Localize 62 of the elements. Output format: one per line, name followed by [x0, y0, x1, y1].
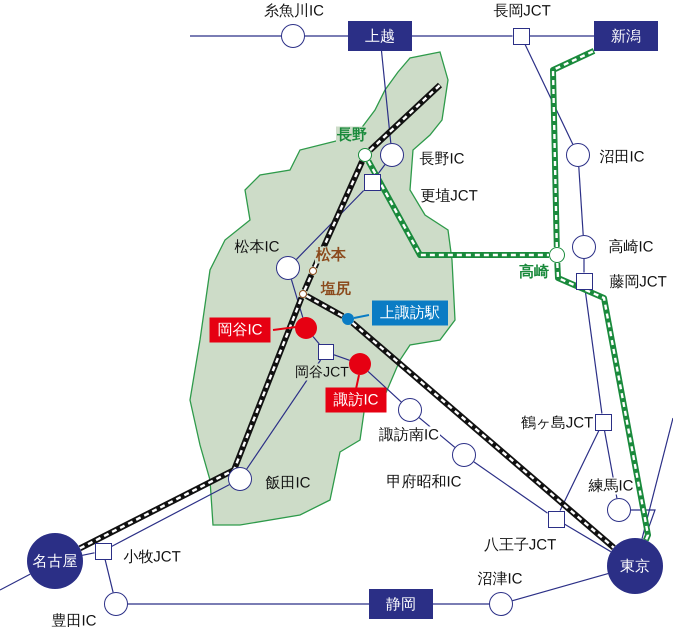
station-tag: 上諏訪駅: [372, 300, 448, 326]
expressway-line: [0, 574, 30, 591]
station-label: 塩尻: [320, 280, 352, 298]
expressway-line: [334, 354, 350, 361]
expressway-line: [82, 552, 95, 556]
railway-line: [302, 274, 314, 292]
expressway-line: [530, 35, 594, 37]
place-label: 更埴JCT: [420, 188, 478, 204]
expressway-line: [560, 430, 600, 511]
expressway-line: [578, 166, 584, 236]
expressway-line: [312, 336, 320, 344]
place-label: 岡谷JCT: [294, 364, 350, 380]
interchange-tag: 岡谷IC: [210, 318, 270, 342]
place-label: 鶴ヶ島JCT: [520, 414, 594, 432]
station-label: 長野: [336, 126, 368, 144]
city-box: 新潟: [594, 21, 658, 51]
railway-line: [550, 48, 596, 248]
station-label: 松本: [315, 246, 347, 264]
city-box: 静岡: [369, 589, 433, 619]
expressway-line: [111, 484, 230, 548]
place-label: 沼田IC: [600, 148, 644, 166]
place-label: 小牧JCT: [123, 548, 181, 566]
station-label: 高崎: [519, 264, 549, 280]
expressway-line: [433, 603, 489, 605]
place-label: 飯田IC: [266, 474, 310, 492]
place-label: 糸魚川IC: [264, 2, 324, 20]
expressway-line: [104, 559, 114, 592]
place-label: 豊田IC: [52, 612, 96, 630]
place-label: 諏訪南IC: [378, 426, 440, 444]
expressway-line: [474, 461, 548, 514]
expressway-line: [380, 50, 392, 144]
place-label: 藤岡JCT: [609, 274, 667, 290]
railway-line: [350, 320, 616, 550]
railway-line: [554, 262, 651, 542]
expressway-line: [641, 418, 673, 540]
railway-line: [78, 296, 304, 551]
interchange-tag: 諏訪IC: [326, 388, 386, 412]
expressway-line: [512, 573, 608, 602]
railway-line: [305, 293, 344, 319]
expressway-line: [128, 603, 369, 605]
place-label: 練馬IC: [588, 478, 634, 494]
city-circle: 名古屋: [27, 533, 83, 589]
place-label: 八王子JCT: [484, 536, 556, 554]
expressway-line: [564, 524, 612, 552]
railway-line: [312, 160, 365, 269]
railway-line: [368, 82, 442, 152]
city-box: 上越: [348, 21, 412, 51]
city-circle: 東京: [607, 538, 663, 594]
expressway-line: [412, 35, 512, 37]
expressway-line: [378, 164, 386, 174]
expressway-line: [524, 44, 574, 144]
railway-line: [366, 160, 549, 258]
expressway-line: [305, 35, 348, 37]
place-label: 高崎IC: [608, 238, 654, 256]
expressway-line: [583, 259, 585, 272]
place-label: 長岡JCT: [493, 2, 551, 20]
place-label: 長野IC: [420, 150, 464, 168]
expressway-line: [368, 370, 402, 402]
expressway-line: [190, 35, 281, 37]
place-label: 松本IC: [234, 238, 280, 256]
place-label: 沼津IC: [478, 570, 522, 588]
place-label: 甲府昭和IC: [386, 474, 462, 490]
